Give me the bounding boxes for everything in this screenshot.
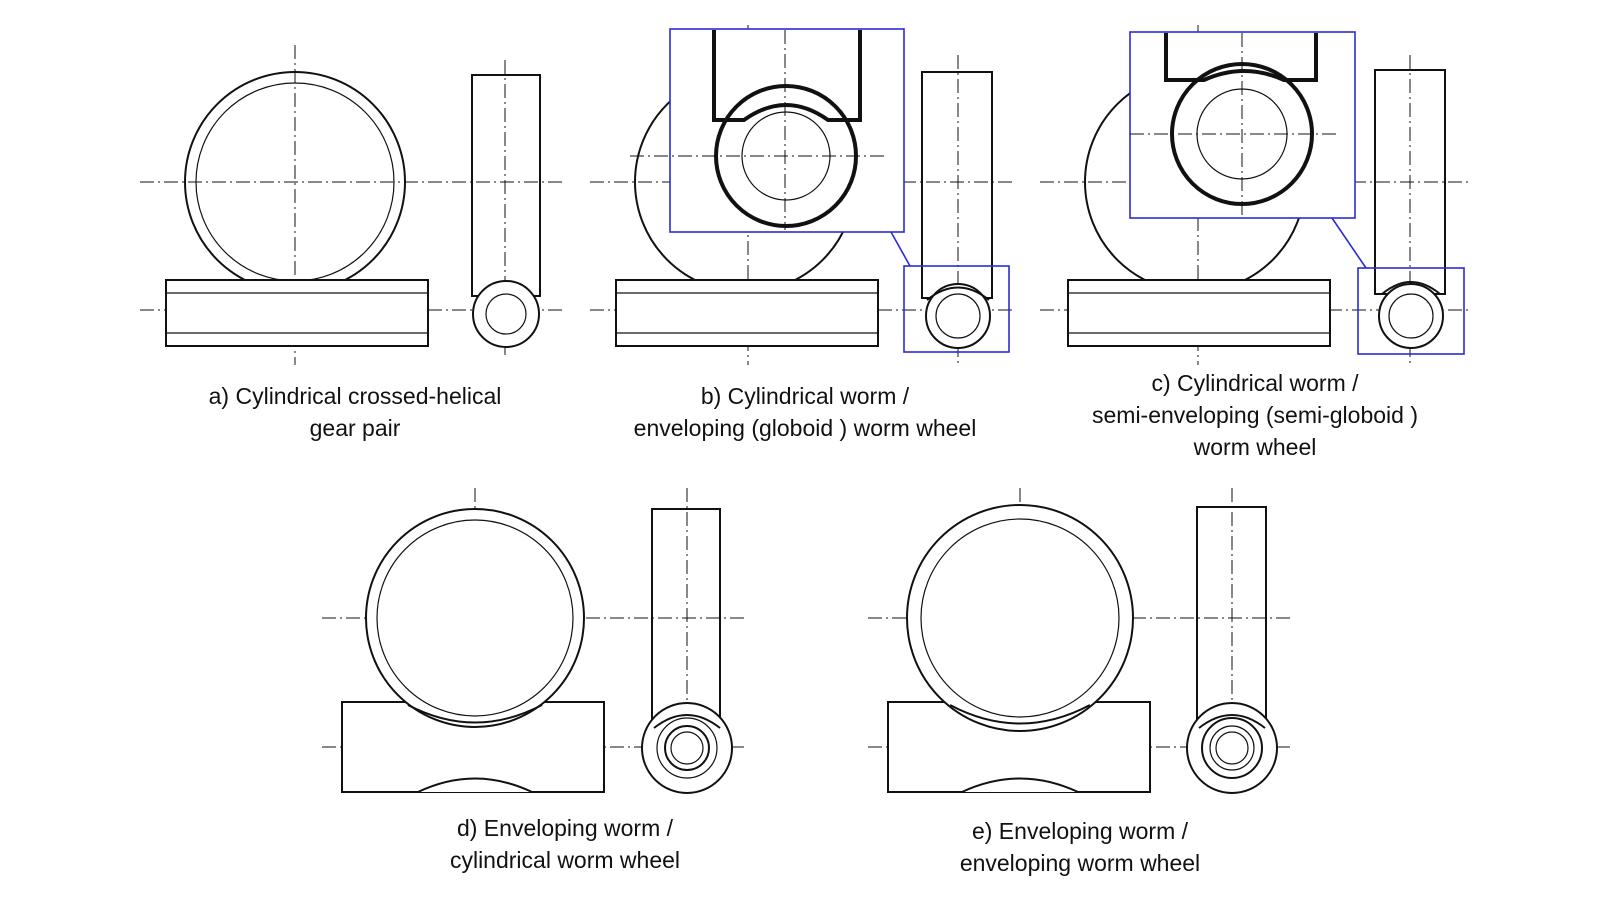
caption-e-line-2: enveloping worm wheel (959, 850, 1201, 876)
worm-end-core-e (1215, 731, 1249, 765)
caption-c-line-1: c) Cylindrical worm / (1151, 370, 1359, 396)
worm-end-outer-d (641, 702, 733, 794)
detail-frame-small-b (903, 265, 1010, 353)
caption-e-line-1: e) Enveloping worm / (971, 818, 1189, 844)
worm-end-outer-a (472, 280, 540, 348)
worm-end-inner-a (485, 293, 527, 335)
worm-end-inner-b (935, 293, 981, 339)
caption-c-line-3: worm wheel (1193, 434, 1317, 460)
panel-d-drawing (322, 488, 745, 794)
worm-end-outer-c (1378, 283, 1444, 349)
panel-b-drawing (590, 25, 1015, 365)
caption-b-line-1: b) Cylindrical worm / (700, 383, 910, 409)
panel-c-drawing (1040, 25, 1470, 365)
caption-a: a) Cylindrical crossed-helical gear pair (150, 380, 560, 444)
worm-body-c (1067, 279, 1331, 347)
panel-e-drawing (868, 488, 1290, 794)
worm-end-outer-b (925, 283, 991, 349)
panel-a-drawing (140, 45, 565, 365)
zoom-worm-inner-c (1196, 88, 1288, 180)
caption-d: d) Enveloping worm / cylindrical worm wh… (360, 812, 770, 876)
caption-a-line-1: a) Cylindrical crossed-helical (208, 383, 502, 409)
wheel-side-a (471, 74, 541, 297)
worm-throat-e (961, 777, 1079, 793)
wheel-inner-d (376, 519, 574, 717)
wheel-outer-d (365, 508, 585, 728)
worm-end-mid-d (656, 717, 718, 779)
caption-a-line-2: gear pair (309, 415, 401, 441)
caption-e: e) Enveloping worm / enveloping worm whe… (875, 815, 1285, 879)
caption-d-line-1: d) Enveloping worm / (456, 815, 674, 841)
worm-end-inner-d (664, 725, 710, 771)
detail-frame-large-b (669, 28, 905, 233)
worm-end-inner-e (1209, 725, 1255, 771)
worm-end-outer-e (1186, 702, 1278, 794)
worm-end-core-d (670, 731, 704, 765)
wheel-outer-e (906, 504, 1134, 732)
worm-end-mid-e (1201, 717, 1263, 779)
wheel-side-b (921, 71, 993, 299)
zoom-worm-outer-c (1170, 62, 1314, 206)
caption-b-line-2: enveloping (globoid ) worm wheel (633, 415, 977, 441)
worm-body-b (615, 279, 879, 347)
zoom-worm-inner-b (741, 111, 831, 201)
worm-throat-d (417, 777, 533, 793)
worm-end-inner-c (1388, 293, 1434, 339)
caption-c-line-2: semi-enveloping (semi-globoid ) (1092, 402, 1418, 428)
zoom-worm-outer-b (714, 84, 858, 228)
detail-frame-small-c (1357, 267, 1465, 355)
caption-d-line-2: cylindrical worm wheel (449, 847, 681, 873)
wheel-inner-e (920, 518, 1120, 718)
caption-c: c) Cylindrical worm / semi-enveloping (s… (1050, 367, 1460, 463)
worm-body-a (165, 279, 429, 347)
caption-b: b) Cylindrical worm / enveloping (globoi… (600, 380, 1010, 444)
